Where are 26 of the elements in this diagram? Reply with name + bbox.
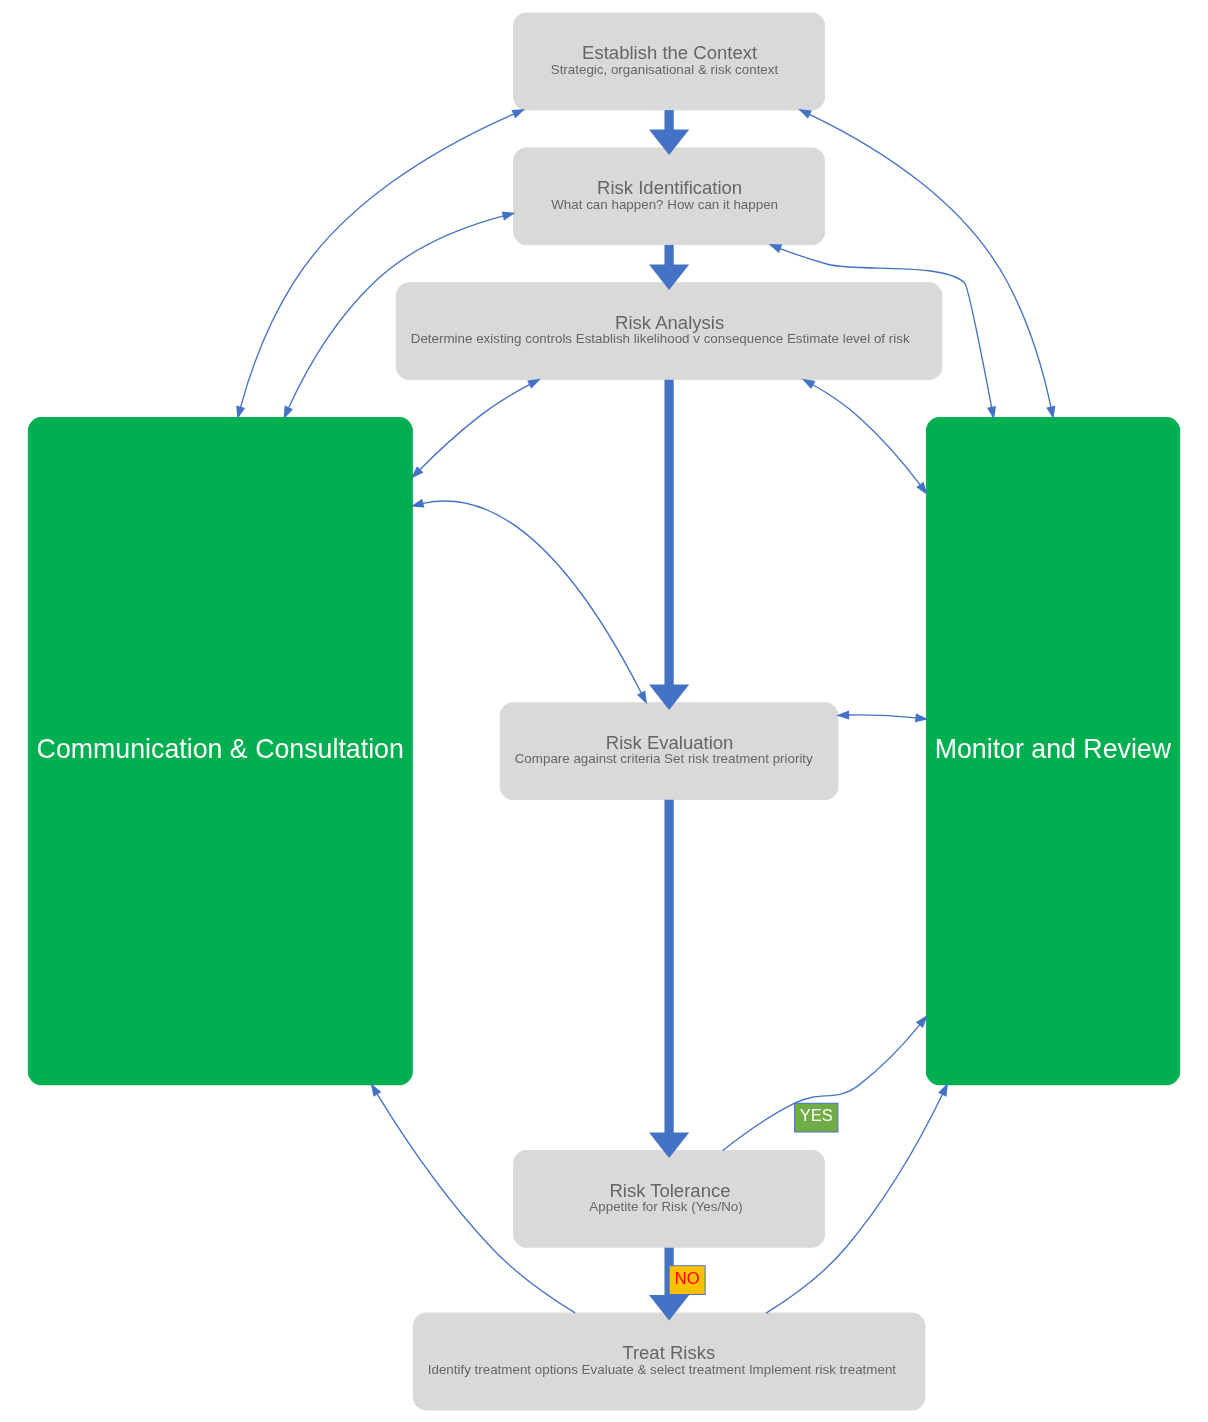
- node-box: Establish the Context Strategic, organisational & risk context: [513, 12, 826, 110]
- arrow: [283, 211, 516, 419]
- arrow: [836, 709, 929, 722]
- arrow: [649, 379, 690, 710]
- edge-label: YES: [799, 1105, 833, 1124]
- arrow: [370, 1082, 576, 1314]
- node-box: Risk Evaluation Compare against criteria Set risk treatment priority: [499, 701, 839, 800]
- node-box: Monitor and Review: [925, 416, 1181, 1085]
- node-box: Communication & Consultation: [27, 416, 413, 1085]
- node-box: Risk Tolerance Appetite for Risk (Yes/No): [513, 1149, 826, 1248]
- arrow: [410, 498, 647, 704]
- arrow: [649, 109, 690, 155]
- node-box: Risk Identification What can happen? How can it happen: [513, 146, 826, 245]
- node-box: Risk Analysis Determine existing controls Establish likelihood v consequence Estimate level of risk: [395, 281, 943, 380]
- arrow: [801, 378, 928, 495]
- node-box: Treat Risks Identify treatment options Evaluate & select treatment Implement risk treatment: [412, 1312, 926, 1410]
- edge-label: NO: [674, 1268, 700, 1287]
- arrow: [798, 108, 1056, 419]
- arrow: [411, 378, 541, 479]
- arrow: [236, 108, 526, 419]
- arrow: [765, 1082, 948, 1314]
- arrow: [722, 1014, 928, 1151]
- arrow: [649, 799, 690, 1158]
- arrow: [649, 244, 690, 290]
- arrow: [768, 243, 996, 420]
- arrow: [649, 1247, 690, 1320]
